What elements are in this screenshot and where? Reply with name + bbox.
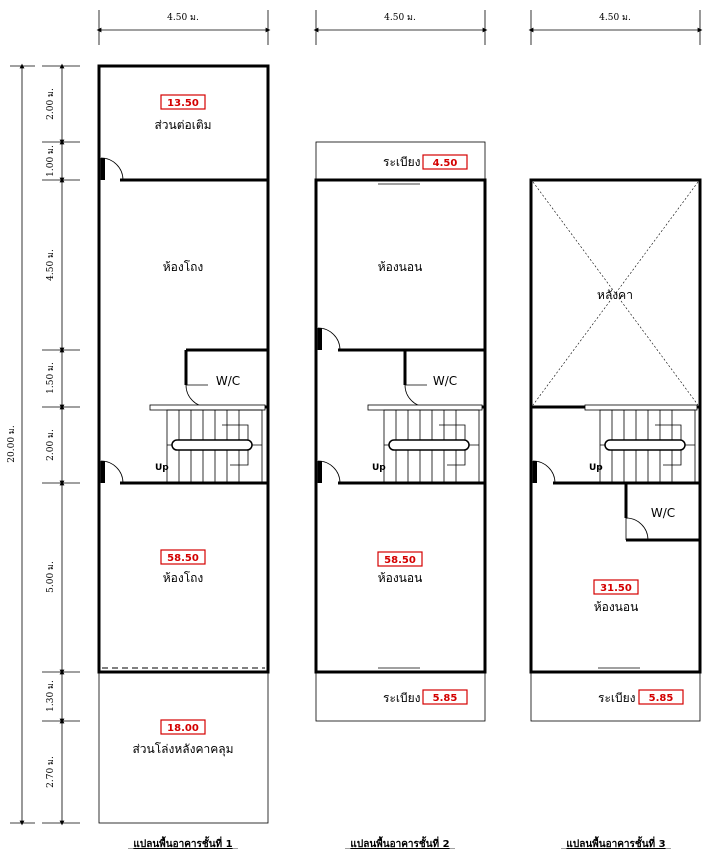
segment-label: 1.30 ม. <box>46 680 56 712</box>
segment-label: 2.00 ม. <box>46 88 56 120</box>
bedroom-bottom-area: 58.50 <box>384 555 416 566</box>
total-height-label: 20.00 ม. <box>7 425 17 463</box>
bedroom-label: ห้องนอน <box>594 600 639 614</box>
segment-label: 1.50 ม. <box>46 362 56 394</box>
floor-2-plan: ระเบียง 4.50 ห้องนอน W/C Up 58.50 ห้องนอ… <box>314 141 487 849</box>
up-label: Up <box>372 463 386 473</box>
balcony-top-area: 4.50 <box>433 158 458 169</box>
extension-area: 13.50 <box>167 98 199 109</box>
bedroom-area: 31.50 <box>600 583 632 594</box>
area-box <box>160 719 206 735</box>
width-dimension-1: 4.50 ม. <box>96 10 271 45</box>
area-box <box>422 689 468 705</box>
roof-label: หลังคา <box>597 288 633 302</box>
hall-bottom-area: 58.50 <box>167 553 199 564</box>
stair-icon <box>149 404 266 484</box>
floor-2-title: แปลนพื้นอาคารชั้นที่ 2 <box>350 836 449 849</box>
area-box <box>422 154 468 170</box>
floor-2-outer-wall <box>314 178 487 674</box>
area-box <box>377 551 423 567</box>
balcony-label: ระเบียง <box>598 691 636 705</box>
area-box <box>160 549 206 565</box>
floor-3-title: แปลนพื้นอาคารชั้นที่ 3 <box>566 836 665 849</box>
floor-3-outer-wall <box>529 178 702 674</box>
width-label: 4.50 ม. <box>167 13 199 23</box>
segment-label: 1.00 ม. <box>46 145 56 177</box>
balcony-top-label: ระเบียง <box>383 155 421 169</box>
balcony-bottom-label: ระเบียง <box>383 691 421 705</box>
area-box <box>593 579 639 595</box>
hall-top-label: ห้องโถง <box>163 260 204 274</box>
door-icon <box>185 384 209 408</box>
width-dimension-2: 4.50 ม. <box>313 10 488 45</box>
area-box <box>638 689 684 705</box>
stair-icon <box>367 404 483 484</box>
carport-area: 18.00 <box>167 723 199 734</box>
total-height-dimension: 20.00 ม. <box>7 63 35 826</box>
floor-3-plan: หลังคา Up W/C 31.50 ห้องนอน ระเบียง 5.85… <box>529 178 702 849</box>
wc-label: W/C <box>651 506 675 520</box>
segment-label: 2.70 ม. <box>46 756 56 788</box>
door-icon <box>404 384 428 408</box>
up-label: Up <box>155 463 169 473</box>
up-label: Up <box>589 463 603 473</box>
area-box <box>160 94 206 110</box>
door-icon <box>625 517 649 541</box>
hall-bottom-label: ห้องโถง <box>163 571 204 585</box>
floor-1-title: แปลนพื้นอาคารชั้นที่ 1 <box>133 836 232 849</box>
segment-label: 2.00 ม. <box>46 429 56 461</box>
wc-label: W/C <box>216 374 240 388</box>
balcony-bottom-area: 5.85 <box>433 693 458 704</box>
segment-label: 4.50 ม. <box>46 249 56 281</box>
stair-icon <box>584 404 698 484</box>
bedroom-bottom-label: ห้องนอน <box>378 571 423 585</box>
floor-1-outer-wall <box>97 64 270 674</box>
width-label: 4.50 ม. <box>599 13 631 23</box>
width-label: 4.50 ม. <box>384 13 416 23</box>
bedroom-top-label: ห้องนอน <box>378 260 423 274</box>
width-dimension-3: 4.50 ม. <box>528 10 703 45</box>
segment-dimensions <box>42 63 80 826</box>
carport-label: ส่วนโล่งหลังคาคลุม <box>132 742 233 757</box>
extension-label: ส่วนต่อเติม <box>154 118 211 132</box>
wc-label: W/C <box>433 374 457 388</box>
segment-label: 5.00 ม. <box>46 561 56 593</box>
balcony-area: 5.85 <box>649 693 674 704</box>
floor-1-plan: 13.50 ส่วนต่อเติม ห้องโถง W/C Up 58.50 ห… <box>97 64 270 849</box>
